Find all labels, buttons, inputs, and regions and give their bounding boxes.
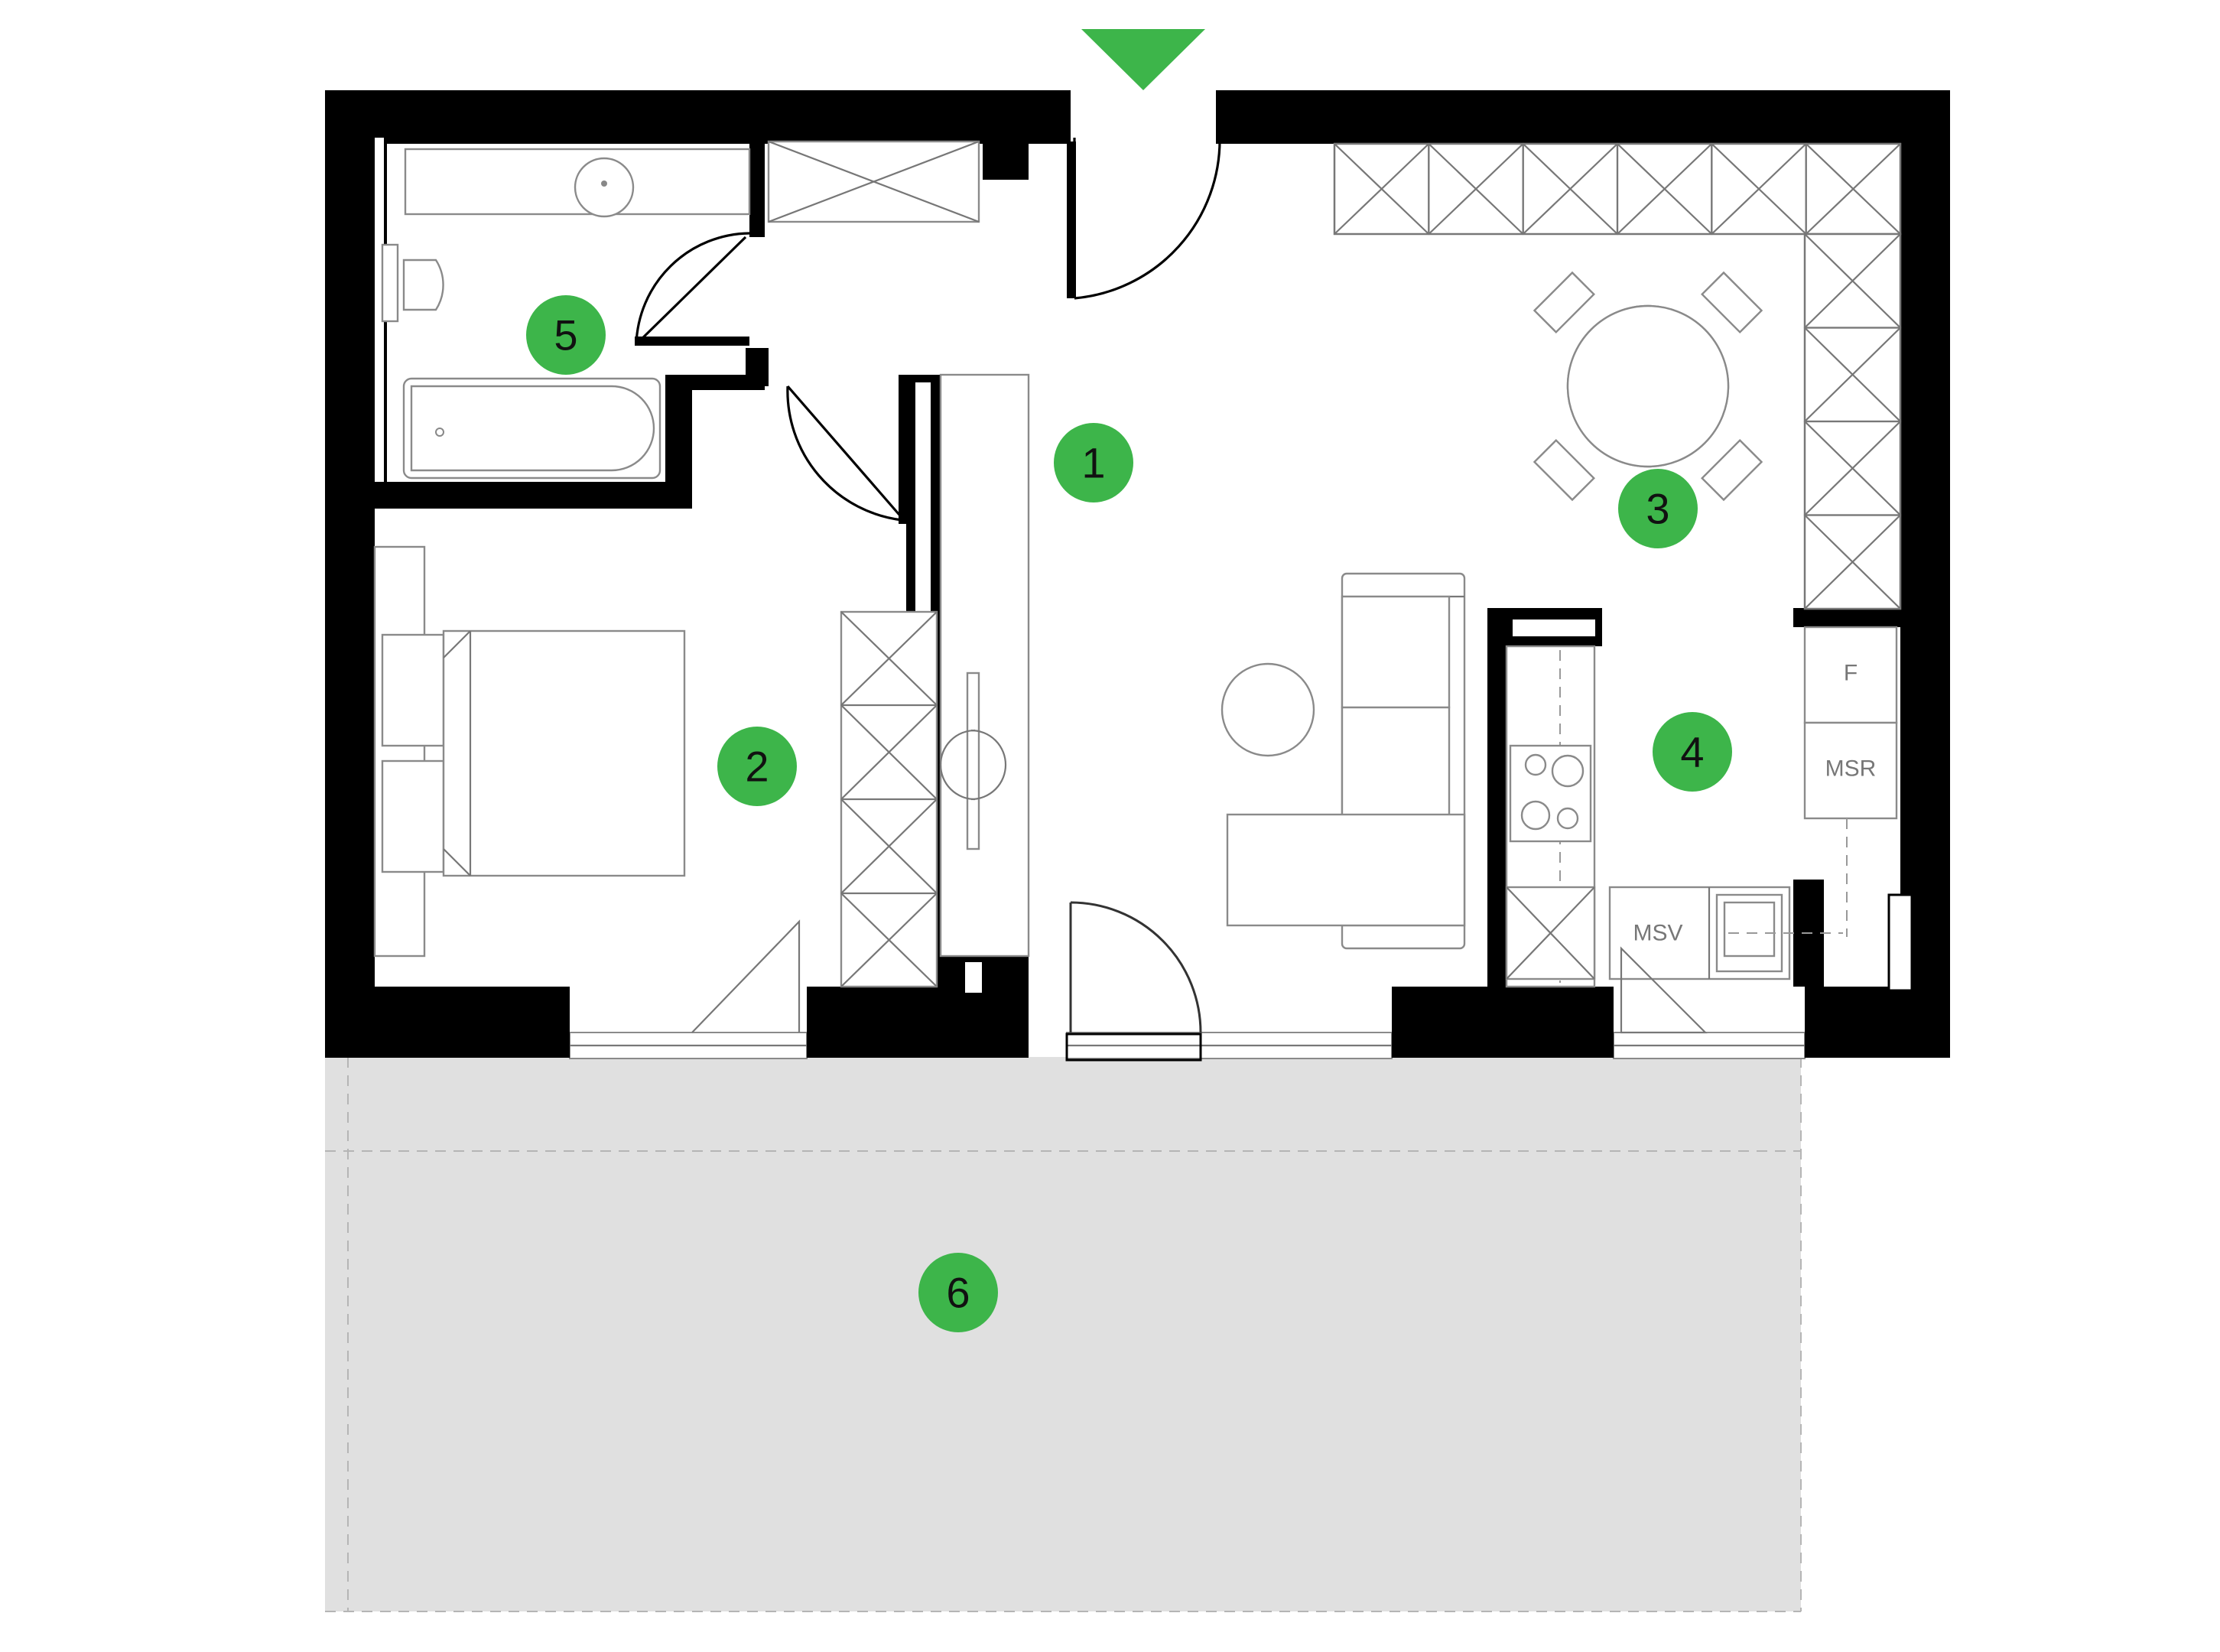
bedroom-furniture	[373, 545, 938, 1033]
dishwasher-label: MSR	[1825, 756, 1877, 782]
windows	[569, 1032, 1806, 1062]
room-badge-1: 1	[1054, 423, 1133, 502]
kitchen-units	[1505, 626, 1898, 1034]
room-badge-2: 2	[717, 727, 797, 806]
room-badge-6: 6	[918, 1253, 998, 1332]
living-storage	[1333, 142, 1902, 610]
room-number-3: 3	[1646, 485, 1669, 533]
room-badge-4: 4	[1653, 712, 1732, 792]
room-number-1: 1	[1081, 439, 1105, 487]
hall-sliding-door	[939, 672, 1007, 850]
room-number-4: 4	[1680, 728, 1704, 776]
living-furniture	[1221, 572, 1466, 950]
room-badge-5: 5	[526, 295, 606, 375]
coffee-table-icon	[1221, 662, 1315, 757]
room-number-6: 6	[946, 1269, 970, 1317]
sink-icon	[574, 157, 635, 218]
toilet-icon	[402, 259, 444, 311]
bed-icon	[442, 629, 686, 877]
room-number-5: 5	[554, 311, 577, 359]
bathtub-icon	[410, 385, 655, 472]
doors	[635, 90, 1225, 1033]
washing-machine-label: MSV	[1633, 921, 1682, 946]
room-number-2: 2	[745, 743, 769, 791]
terrace-area	[325, 1057, 1802, 1612]
room-badge-3: 3	[1618, 469, 1698, 548]
entrance-triangle-icon	[1081, 29, 1205, 90]
bathroom-fixtures	[381, 148, 751, 480]
outer-walls	[325, 90, 1950, 1058]
dining-table	[1533, 271, 1763, 502]
hall-closet	[767, 140, 1030, 958]
fridge-label: F	[1844, 661, 1858, 686]
